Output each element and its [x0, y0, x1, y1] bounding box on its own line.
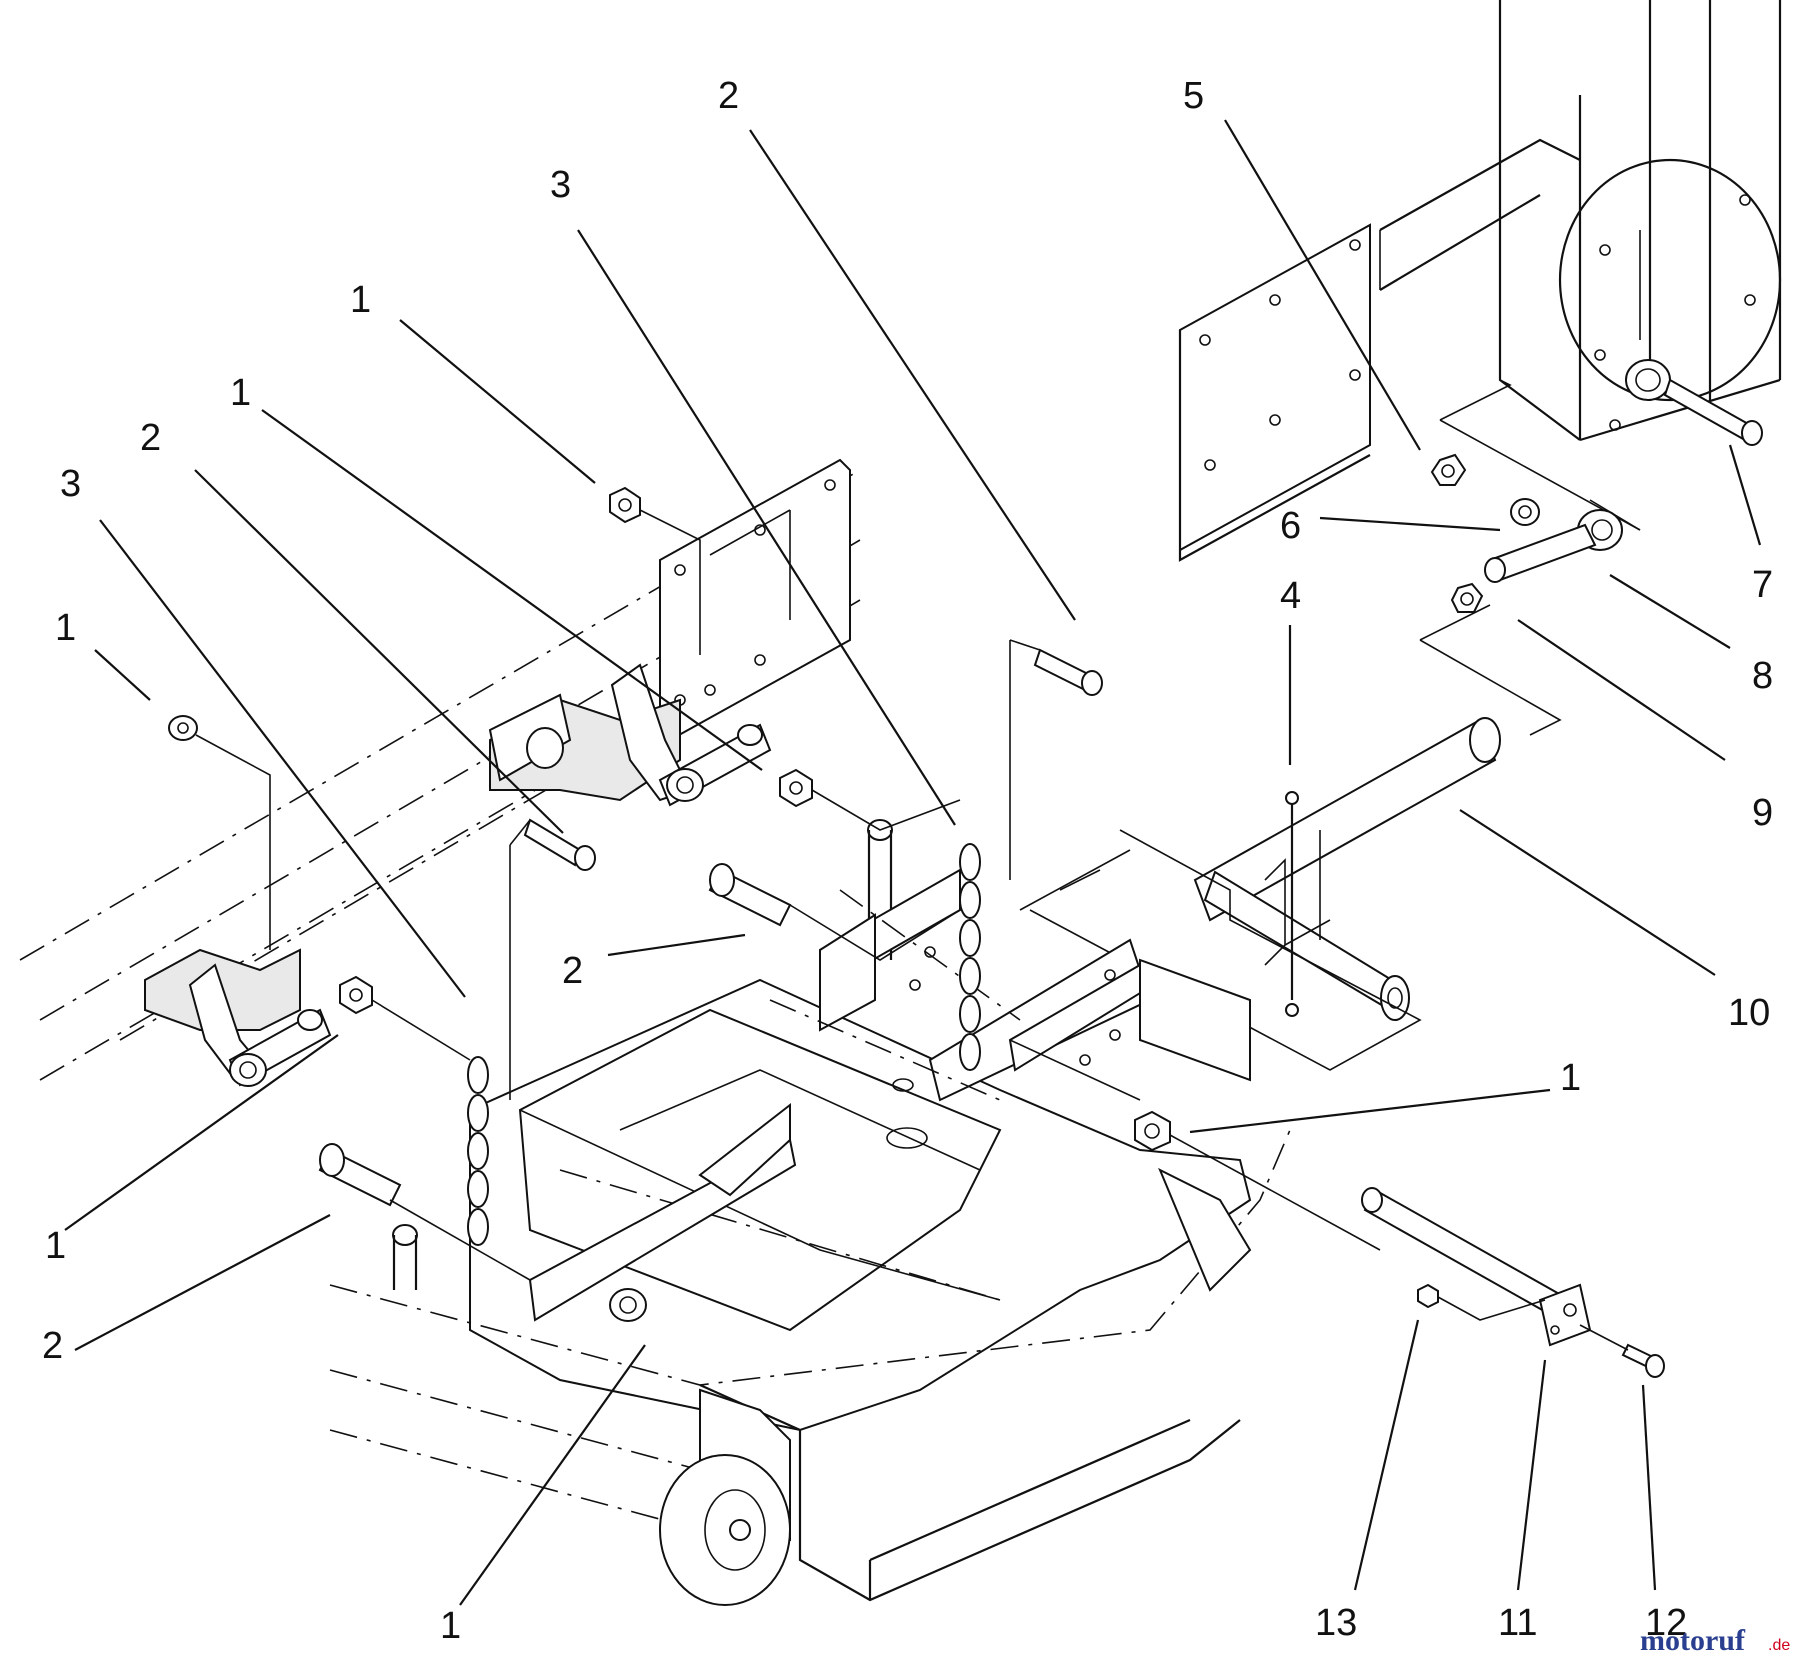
- callout-1-right: 1: [1560, 1057, 1581, 1099]
- callout-1-lower-left: 1: [45, 1225, 66, 1267]
- deck-brackets: [528, 868, 1252, 1322]
- callout-10: 10: [1728, 992, 1770, 1034]
- tube-assembly: [1019, 717, 1501, 1071]
- watermark-suffix: .de: [1768, 1637, 1790, 1654]
- callout-5: 5: [1183, 75, 1204, 117]
- callout-13: 13: [1315, 1602, 1357, 1644]
- callout-1-bottom: 1: [440, 1605, 461, 1647]
- chain-right: [959, 843, 981, 1071]
- callout-1-a: 1: [350, 279, 371, 321]
- callout-6: 6: [1280, 505, 1301, 547]
- callout-8: 8: [1752, 655, 1773, 697]
- frame-upright-assembly: [1178, 0, 1782, 562]
- watermark-logo: motoruf .de: [1640, 1624, 1790, 1657]
- callout-2-lower-left: 2: [42, 1325, 63, 1367]
- callout-4: 4: [1280, 575, 1301, 617]
- chains: [467, 843, 981, 1246]
- callout-7: 7: [1752, 564, 1773, 606]
- link-assembly: [1419, 453, 1623, 736]
- callout-3-left: 3: [60, 463, 81, 505]
- callout-2-left: 2: [140, 417, 161, 459]
- hardware: [168, 486, 1665, 1378]
- callout-2-top: 2: [718, 75, 739, 117]
- callout-1-left: 1: [55, 607, 76, 649]
- callout-2-mid: 2: [562, 950, 583, 992]
- watermark-brand: motoruf: [1640, 1624, 1746, 1657]
- chain-left: [467, 1056, 489, 1246]
- callout-labels: 2 5 3 1 1 2 3 1 6 7 4 8 9 2 10 1 1 2 1 1…: [42, 75, 1773, 1647]
- left-frame-assembly: [19, 458, 861, 1087]
- leader-lines: [64, 119, 1762, 1606]
- callout-12: 12: [1645, 1602, 1687, 1644]
- callout-9: 9: [1752, 792, 1773, 834]
- callout-11: 11: [1498, 1602, 1537, 1644]
- callout-1-b: 1: [230, 372, 251, 414]
- callout-3-top: 3: [550, 164, 571, 206]
